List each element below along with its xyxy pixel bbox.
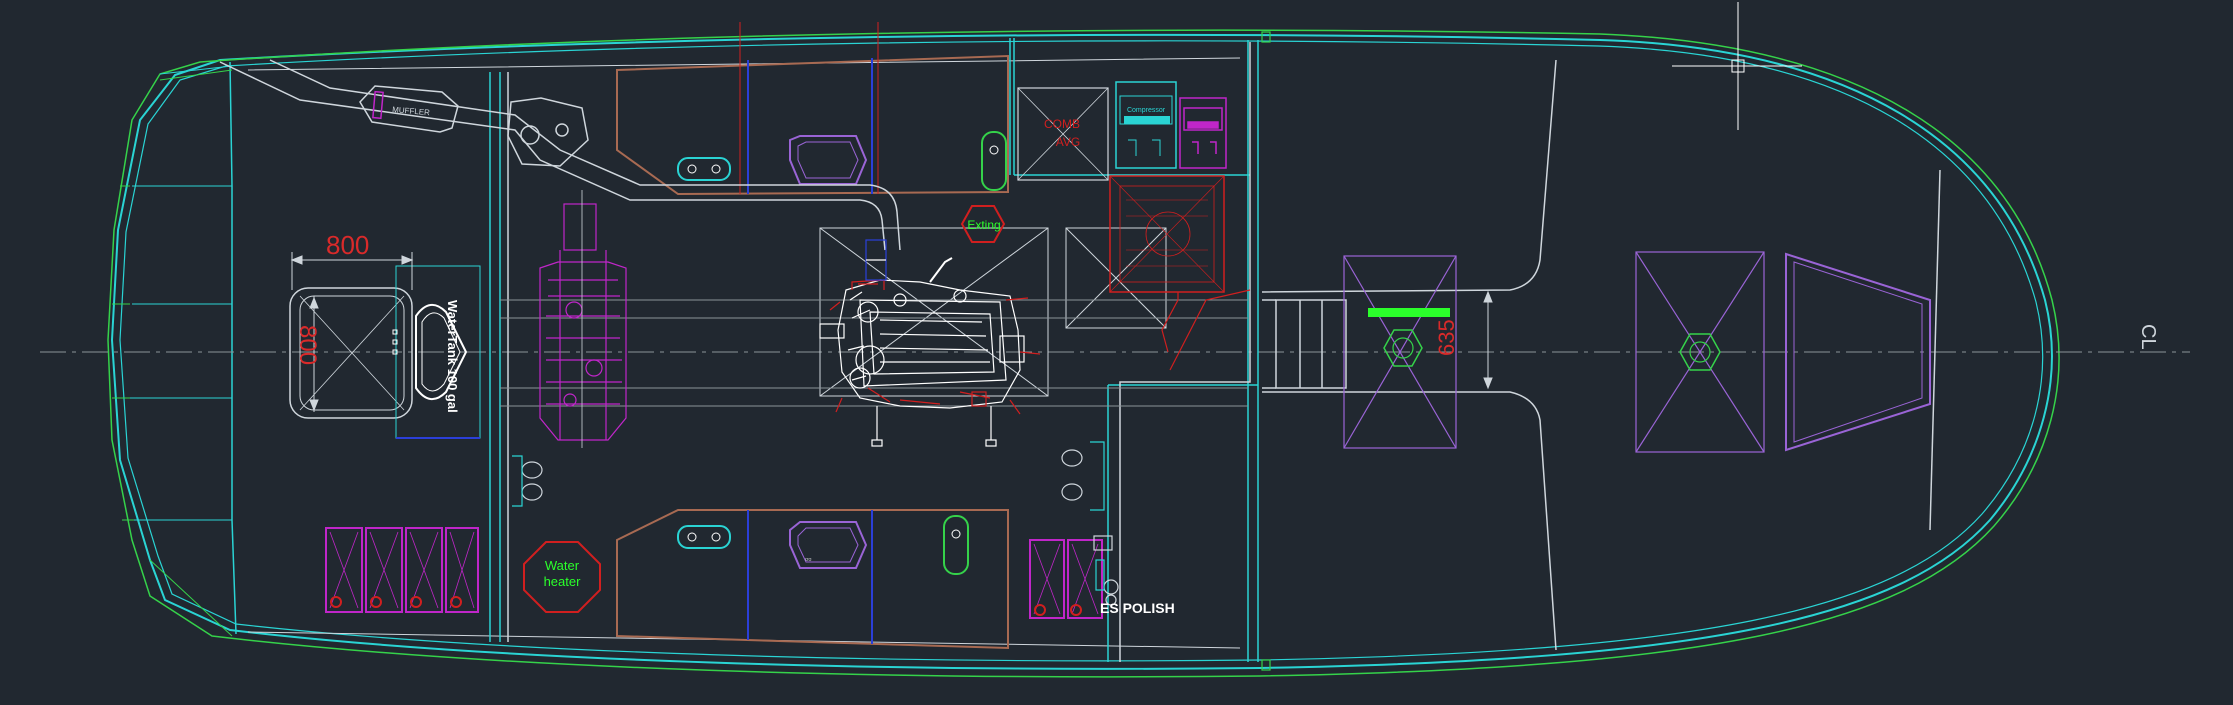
air-conditioner [1109,175,1251,371]
sea-strainers [512,441,1105,511]
forward-hatch-1 [1343,255,1457,449]
water-heater: Water heater [523,541,601,613]
centerline-symbol: CL [2137,324,2159,350]
fuel-polish-system [1093,535,1119,606]
combi-unit: COMB AVG [1017,87,1109,181]
battery-bank-aft [325,527,479,613]
combi-label-2: AVG [1056,135,1080,149]
hatch-height-dimension: 800 [294,325,321,365]
handrail-green [1368,308,1450,317]
exting-label: Exting [967,218,1000,232]
exhaust-pipe [219,59,901,251]
deck-fittings [1261,31,1271,671]
battery-bank-mid [1029,539,1103,619]
combi-label-1: COMB [1044,117,1080,131]
water-tank-label: WaterTank 100 gal [445,300,460,413]
compressor-2 [1179,97,1227,169]
crosshair-cursor [1672,2,1802,130]
engine-room-frames [500,227,1248,407]
forward-hatch-2 [1635,251,1765,453]
water-tank [289,265,481,439]
water-heater-label-1: Water [545,558,580,573]
svg-text:▫▫: ▫▫ [805,554,811,564]
muffler-label: MUFFLER [392,105,431,117]
structure [489,38,1259,662]
hatch-dimensions [290,252,414,412]
structure-white [507,42,1941,662]
fire-extinguisher: Exting [960,205,1006,243]
compressor: Compressor [1115,81,1177,169]
water-heater-label-2: heater [544,574,582,589]
hull-outline [107,29,2060,678]
generator [539,190,627,448]
anchor-locker [1785,252,1931,452]
centerline: CL [40,324,2190,353]
fuel-tank-lower: ▫▫ [616,509,1009,650]
fuel-tank-upper [616,22,1009,196]
stair-width-dimension: 635 [1434,319,1459,356]
main-engine [819,239,1041,447]
muffler: MUFFLER [359,85,459,133]
polish-label: ES POLISH [1100,600,1175,616]
compressor-label: Compressor [1127,107,1166,114]
stair-dimension [1483,290,1493,390]
hatch-width-dimension: 800 [326,230,369,260]
